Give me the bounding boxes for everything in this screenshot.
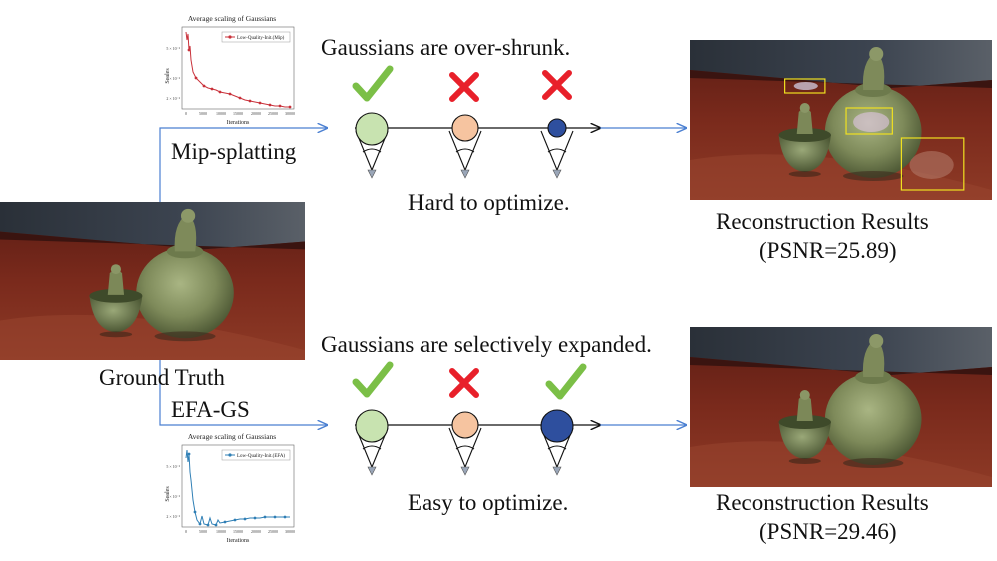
bottom-chart-xtick: 25000: [268, 529, 278, 534]
top-result-title: Reconstruction Results: [716, 209, 929, 234]
bottom-mark-2: [447, 366, 481, 405]
bottom-cone-1-tip: [367, 466, 377, 476]
bottom-scaling-chart: Average scaling of Gaussians Low-Quality…: [165, 432, 295, 544]
top-mark-3: [540, 68, 574, 107]
bottom-chart-xticks: 0 5000 10000 15000 20000 25000 30000: [185, 529, 295, 534]
top-chart-legend: Low-Quality-Init.(Mip): [221, 31, 291, 43]
top-chart-xtick: 20000: [251, 111, 261, 116]
top-chart-xtick: 5000: [199, 111, 207, 116]
bottom-mark-3: [545, 362, 587, 407]
bottom-chart-frame: [181, 444, 295, 528]
bottom-chart-markers: [187, 452, 287, 527]
top-chart-ytick-1: 5 × 10⁻²: [166, 46, 180, 51]
top-gaussian-small: [547, 118, 567, 138]
top-chart-xlabel: Iterations: [227, 120, 250, 126]
top-flow-arrow: [159, 128, 327, 205]
top-chart-frame: [181, 26, 295, 110]
top-cone-3-tip: [552, 169, 562, 179]
top-result-image: [690, 40, 992, 200]
bottom-chart-xlabel: Iterations: [227, 538, 250, 544]
bottom-chart-ylabel: Scales: [165, 486, 171, 502]
bottom-result-title: Reconstruction Results: [716, 490, 929, 515]
top-artifact-box-3: [900, 137, 965, 191]
bottom-chart-xtick: 0: [185, 529, 187, 534]
top-chart-ylabel: Scales: [165, 68, 171, 84]
bottom-chart-title: Average scaling of Gaussians: [188, 432, 276, 441]
bottom-result-psnr: (PSNR=29.46): [759, 519, 897, 544]
ground-truth-image: [0, 202, 305, 360]
bottom-chart-xtick: 15000: [233, 529, 243, 534]
top-chart-xtick: 30000: [285, 111, 295, 116]
top-result-psnr: (PSNR=25.89): [759, 238, 897, 263]
bottom-chart-line: [185, 449, 290, 526]
top-artifact-box-1: [784, 78, 826, 94]
top-gaussian-medium: [451, 114, 479, 142]
top-chart-legend-label: Low-Quality-Init.(Mip): [237, 36, 285, 41]
cross-icon: [449, 72, 479, 102]
ground-truth-label: Ground Truth: [99, 365, 225, 390]
bottom-chart-xtick: 20000: [251, 529, 261, 534]
bottom-mark-1: [352, 360, 394, 405]
top-chart-title: Average scaling of Gaussians: [188, 14, 276, 23]
top-method-label: Mip-splatting: [171, 139, 297, 164]
top-caption: Gaussians are over-shrunk.: [321, 35, 571, 60]
bottom-cone-3-tip: [552, 466, 562, 476]
bottom-chart-xtick: 10000: [216, 529, 226, 534]
top-mark-1: [352, 64, 394, 109]
bottom-cone-2-tip: [460, 466, 470, 476]
bottom-chart-ytick-2: 3 × 10⁻²: [166, 494, 180, 499]
check-icon: [545, 363, 587, 400]
top-chart-xtick: 0: [185, 111, 187, 116]
top-chart-xtick: 10000: [216, 111, 226, 116]
top-chart-xtick: 25000: [268, 111, 278, 116]
cross-icon: [449, 368, 479, 398]
bottom-gaussian-expanded: [540, 409, 574, 443]
bottom-chart-legend: Low-Quality-Init.(EFA): [221, 449, 291, 461]
top-cone-1-tip: [367, 169, 377, 179]
bottom-flow-arrow: [159, 360, 327, 425]
top-chart-xtick: 15000: [233, 111, 243, 116]
top-scaling-chart: Average scaling of Gaussians Low-Quality…: [165, 14, 295, 126]
top-artifact-box-2: [845, 107, 893, 135]
bottom-chart-ytick-3: 2 × 10⁻²: [166, 514, 180, 519]
bottom-chart-legend-label: Low-Quality-Init.(EFA): [237, 454, 285, 459]
bottom-bottom-caption: Easy to optimize.: [408, 490, 569, 515]
top-chart-xticks: 0 5000 10000 15000 20000 25000 30000: [185, 111, 295, 116]
bottom-gaussian-large: [355, 409, 389, 443]
cross-icon: [542, 70, 572, 100]
top-chart-line: [185, 31, 290, 108]
top-bottom-caption: Hard to optimize.: [408, 190, 570, 215]
bottom-method-label: EFA-GS: [171, 397, 250, 422]
bottom-caption: Gaussians are selectively expanded.: [321, 332, 652, 357]
bottom-chart-ytick-1: 5 × 10⁻²: [166, 464, 180, 469]
check-icon: [352, 361, 394, 398]
top-chart-ytick-3: 2 × 10⁻²: [166, 96, 180, 101]
top-gaussian-large: [355, 112, 389, 146]
bottom-chart-xtick: 5000: [199, 529, 207, 534]
top-chart-markers: [187, 48, 292, 109]
check-icon: [352, 65, 394, 102]
bottom-chart-xtick: 30000: [285, 529, 295, 534]
bottom-result-image: [690, 327, 992, 487]
bottom-gaussian-medium: [451, 411, 479, 439]
top-cone-2-tip: [460, 169, 470, 179]
top-mark-2: [447, 70, 481, 109]
top-chart-ytick-2: 3 × 10⁻²: [166, 76, 180, 81]
